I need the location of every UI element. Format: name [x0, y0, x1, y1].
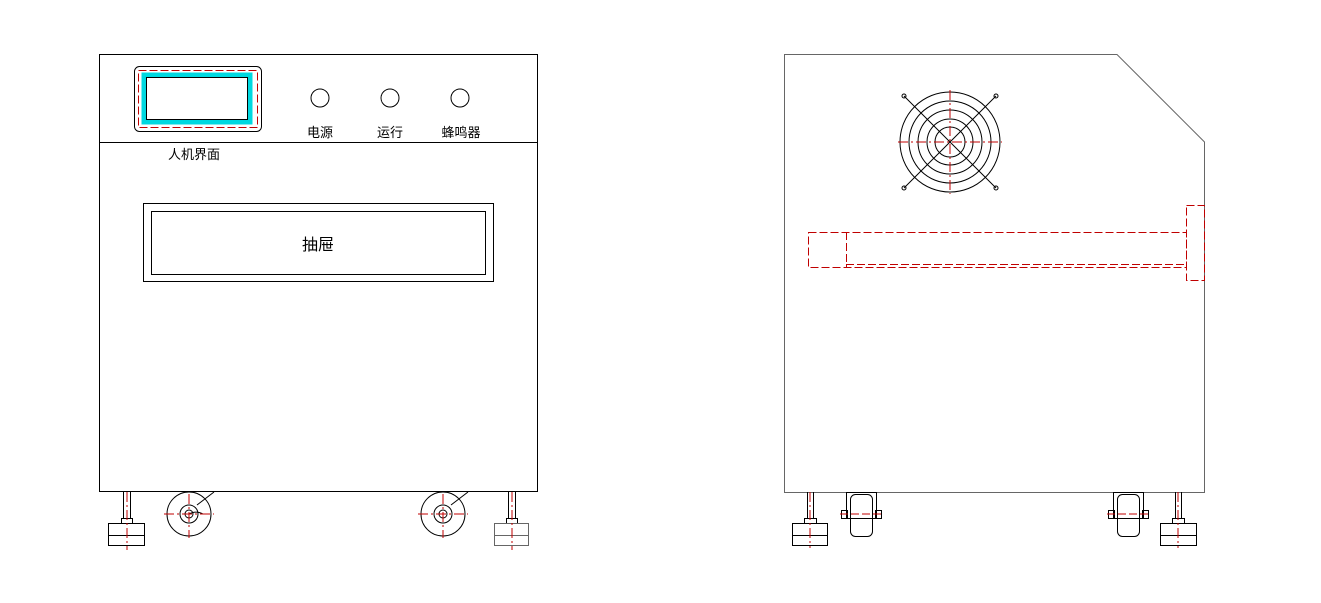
buzzer-indicator	[450, 88, 470, 108]
power-indicator-light	[310, 88, 330, 108]
caster-side-left	[840, 492, 883, 537]
run-indicator-light	[380, 88, 400, 108]
run-label: 运行	[377, 126, 403, 141]
hmi-screen	[134, 66, 262, 132]
caster-side-right	[1107, 492, 1150, 537]
front-view: 人机界面 电源 运行 蜂鸣器 抽屉	[99, 54, 538, 550]
leveling-foot-left	[108, 492, 145, 550]
power-label: 电源	[307, 126, 333, 141]
drawer	[143, 203, 494, 282]
leveling-foot-left	[792, 492, 828, 548]
side-cabinet-body	[784, 54, 1205, 493]
leveling-foot-right	[494, 492, 529, 550]
caster-wheel-left	[164, 491, 215, 538]
drawer-hidden-outline	[808, 205, 1205, 281]
fan-grille-icon	[898, 90, 1002, 194]
front-cabinet-body	[99, 54, 538, 492]
hmi-label: 人机界面	[168, 148, 220, 163]
side-view	[784, 54, 1205, 548]
caster-wheel-right	[418, 491, 469, 538]
buzzer-label: 蜂鸣器	[441, 125, 480, 141]
drawer-label: 抽屉	[302, 235, 334, 254]
leveling-foot-right	[1160, 492, 1197, 548]
